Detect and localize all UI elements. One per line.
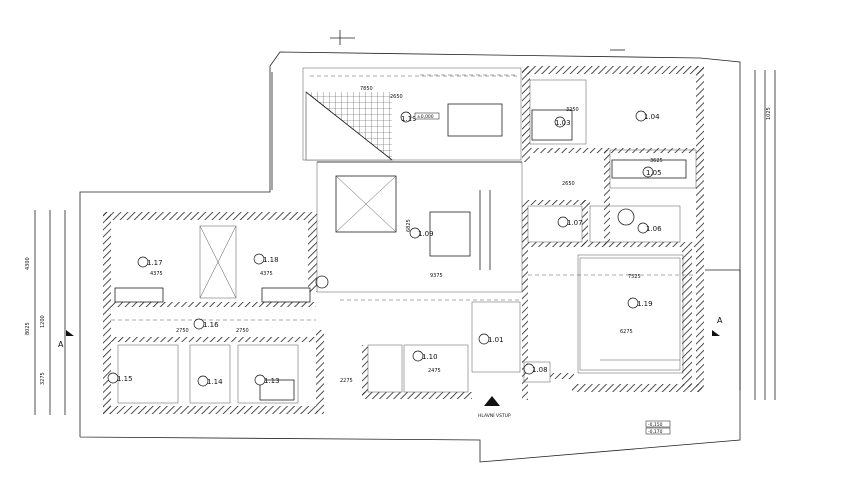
room-tag-1.13: 1.14 [197, 375, 223, 387]
level-markers: ±0,000 -0,150 -0,170 [414, 112, 671, 435]
svg-text:7850: 7850 [360, 86, 373, 92]
dimension-lines [34, 30, 776, 415]
svg-text:1.04: 1.04 [644, 113, 660, 121]
svg-text:8025: 8025 [25, 322, 31, 335]
room-tag-1.17: 1.18 [253, 253, 279, 265]
room-tag-1.16: 1.17 [137, 256, 163, 268]
svg-text:1.05: 1.05 [646, 169, 662, 177]
site-boundary [79, 51, 741, 463]
svg-text:1.18: 1.18 [263, 256, 279, 264]
svg-text:3275: 3275 [40, 372, 46, 385]
room-tag-1.04: 1.04 [635, 110, 660, 122]
walls [103, 66, 704, 414]
svg-text:1.13: 1.13 [264, 377, 280, 385]
svg-text:1.08: 1.08 [532, 366, 548, 374]
svg-text:1.07: 1.07 [567, 219, 583, 227]
svg-text:2750: 2750 [176, 328, 189, 334]
svg-text:1.15: 1.15 [117, 375, 133, 383]
svg-text:3250: 3250 [566, 107, 579, 113]
svg-text:4300: 4300 [25, 257, 31, 270]
svg-text:2475: 2475 [428, 368, 441, 374]
svg-text:1.06: 1.06 [646, 225, 662, 233]
room-tag-1.10: 1.10 [412, 350, 438, 362]
svg-text:±0,000: ±0,000 [417, 114, 434, 120]
svg-text:2750: 2750 [236, 328, 249, 334]
svg-text:4375: 4375 [260, 271, 273, 277]
svg-text:1.19: 1.19 [401, 115, 417, 123]
main-entrance: HLAVNÍ VSTUP [478, 396, 511, 419]
svg-text:2650: 2650 [390, 94, 403, 100]
section-mark-right: A [712, 316, 723, 336]
svg-text:1.01: 1.01 [488, 336, 504, 344]
section-mark-left: A [58, 330, 74, 349]
room-tag-1.14: 1.15 [107, 372, 133, 384]
svg-text:-0,170: -0,170 [648, 429, 663, 435]
dimension-text: 7850 2650 9375 4375 4375 7525 6275 3250 … [25, 86, 772, 385]
svg-text:6275: 6275 [620, 329, 633, 335]
svg-text:A: A [58, 340, 64, 349]
room-tag-1.08: 1.08 [523, 363, 548, 375]
svg-text:1.16: 1.16 [203, 321, 219, 329]
svg-text:3625: 3625 [650, 158, 663, 164]
svg-text:4375: 4375 [150, 271, 163, 277]
svg-text:6825: 6825 [406, 219, 412, 232]
svg-text:1.09: 1.09 [418, 230, 434, 238]
room-tag-1.01: 1.01 [478, 333, 504, 345]
room-tag-1.03: 1.03 [554, 116, 571, 128]
svg-text:1200: 1200 [40, 315, 46, 328]
svg-text:1.14: 1.14 [207, 378, 223, 386]
svg-text:HLAVNÍ VSTUP: HLAVNÍ VSTUP [478, 412, 511, 419]
svg-text:1.17: 1.17 [147, 259, 163, 267]
svg-text:2275: 2275 [340, 378, 353, 384]
svg-text:1.03: 1.03 [555, 119, 571, 127]
room-tag-1.09: 1.09 [409, 227, 434, 239]
room-labels: 1.19 1.03 1.04 1.05 1.07 1.06 1.09 1.17 [107, 110, 662, 387]
svg-text:1.10: 1.10 [422, 353, 438, 361]
room-tag-1.19: 1.19 [400, 111, 417, 123]
svg-text:1.19: 1.19 [637, 300, 653, 308]
room-tag-1.18: 1.19 [627, 297, 653, 309]
terrace-upper [302, 67, 522, 161]
svg-text:9375: 9375 [430, 273, 443, 279]
room-tag-1.12: 1.13 [254, 374, 280, 386]
svg-text:2650: 2650 [562, 181, 575, 187]
svg-text:-0,150: -0,150 [648, 422, 663, 428]
svg-text:A: A [717, 316, 723, 325]
svg-text:1025: 1025 [766, 107, 772, 120]
room-tag-1.15: 1.16 [193, 318, 219, 330]
room-tag-1.07: 1.07 [557, 216, 583, 228]
svg-text:7525: 7525 [628, 274, 641, 280]
interior-lines [111, 79, 697, 404]
room-tag-1.05: 1.05 [642, 166, 662, 178]
room-tag-1.06: 1.06 [637, 222, 662, 234]
